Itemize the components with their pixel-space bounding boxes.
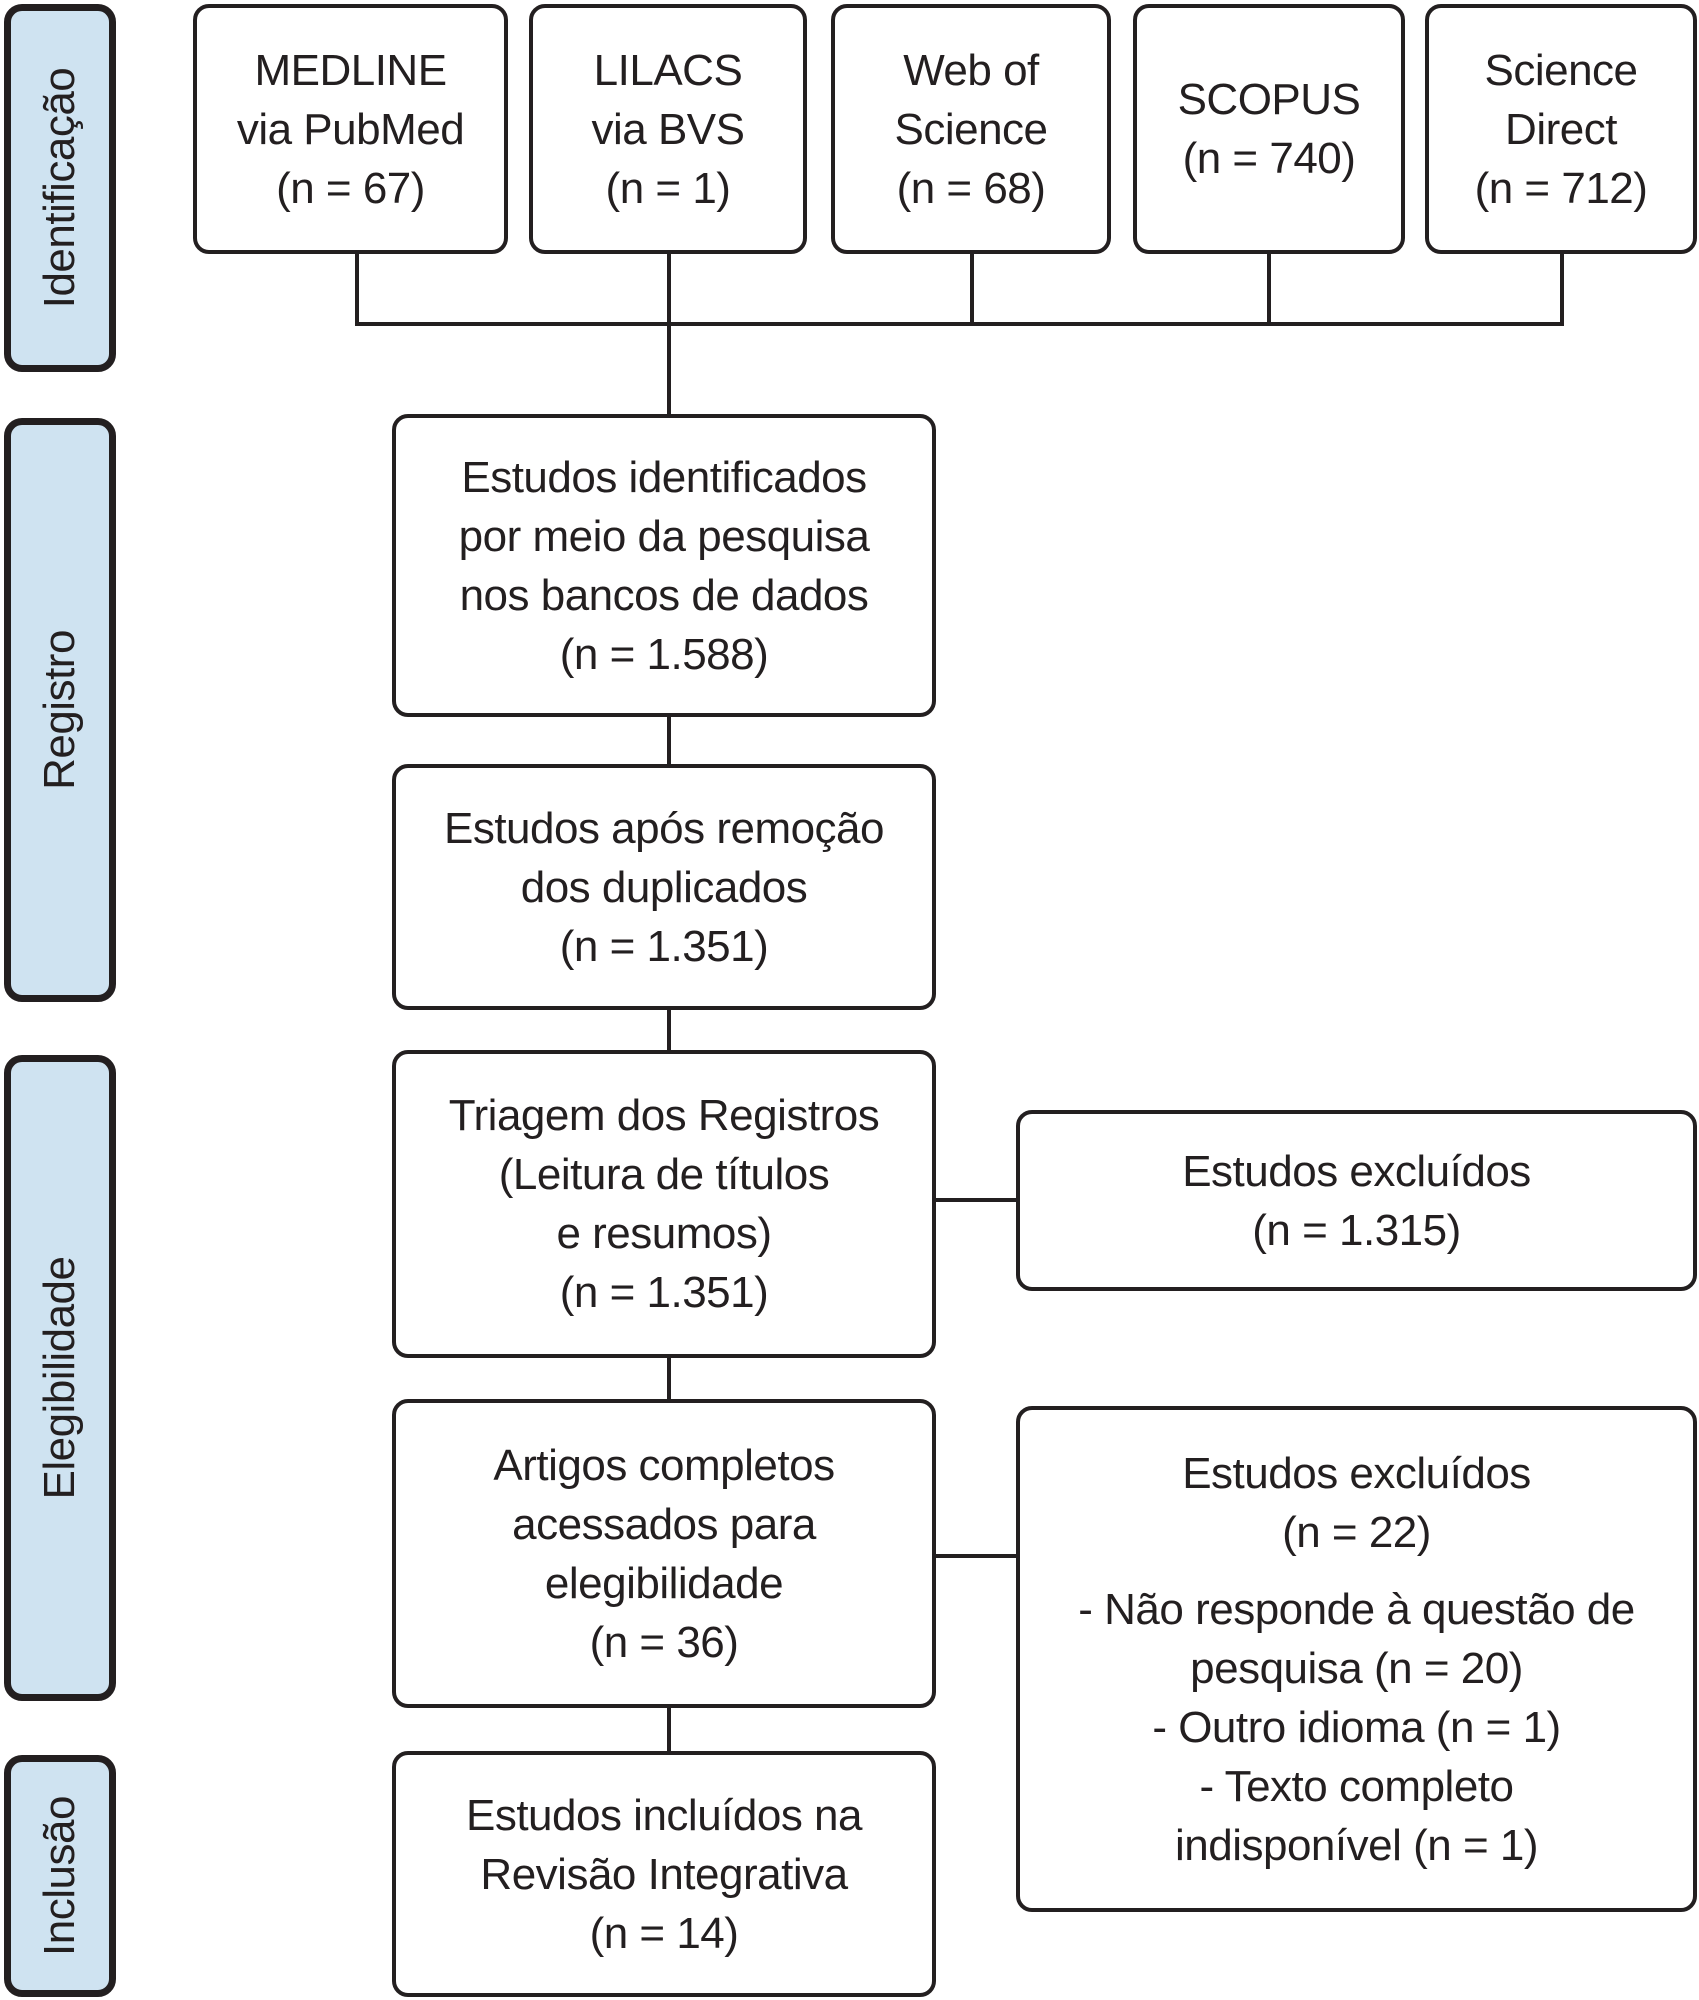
box-text: por meio da pesquisa: [458, 511, 870, 561]
exclusion-reason: pesquisa (n = 20): [1190, 1643, 1523, 1693]
box-count: (n = 36): [589, 1617, 739, 1667]
box-text: nos bancos de dados: [459, 570, 869, 620]
box-count: (n = 1.351): [559, 1268, 769, 1317]
phase-inclusao-label: Inclusão: [35, 1796, 84, 1956]
box-text: e resumos): [556, 1209, 772, 1258]
box-screening: Triagem dos Registros (Leitura de título…: [392, 1050, 936, 1358]
box-text: acessados para: [512, 1499, 816, 1549]
source-name-line2: Science: [894, 104, 1048, 154]
exclusion-reason: indisponível (n = 1): [1175, 1820, 1539, 1870]
box-text: elegibilidade: [544, 1558, 784, 1608]
phase-inclusao: Inclusão: [4, 1755, 116, 1997]
source-name: MEDLINE: [254, 45, 447, 95]
source-name: Science: [1484, 45, 1638, 95]
box-count: (n = 22): [1282, 1507, 1431, 1557]
source-count: (n = 67): [276, 163, 425, 213]
source-count: (n = 68): [896, 163, 1046, 213]
box-text: dos duplicados: [520, 862, 808, 912]
source-lilacs: LILACS via BVS (n = 1): [529, 4, 807, 254]
source-count: (n = 740): [1182, 134, 1356, 183]
box-count: (n = 1.588): [559, 629, 769, 679]
box-text: Estudos identificados: [461, 452, 867, 502]
box-deduplicated: Estudos após remoção dos duplicados (n =…: [392, 764, 936, 1010]
phase-registro: Registro: [4, 418, 116, 1002]
box-text: Estudos excluídos: [1182, 1146, 1531, 1196]
phase-elegibilidade-label: Elegibilidade: [35, 1256, 84, 1500]
box-excluded-screening: Estudos excluídos (n = 1.315): [1016, 1110, 1697, 1291]
box-text: Revisão Integrativa: [480, 1849, 848, 1899]
box-included: Estudos incluídos na Revisão Integrativa…: [392, 1751, 936, 1997]
phase-registro-label: Registro: [35, 630, 84, 790]
box-text: Estudos após remoção: [443, 803, 885, 853]
source-web-of-science: Web of Science (n = 68): [831, 4, 1111, 254]
source-name: SCOPUS: [1177, 75, 1361, 124]
source-name-line2: via PubMed: [236, 104, 465, 154]
box-count: (n = 14): [589, 1908, 739, 1958]
source-count: (n = 1): [605, 163, 731, 213]
box-text: Estudos excluídos: [1182, 1448, 1531, 1498]
phase-identificacao: Identificação: [4, 4, 116, 372]
box-fulltext: Artigos completos acessados para elegibi…: [392, 1399, 936, 1708]
box-count: (n = 1.315): [1252, 1205, 1461, 1255]
box-text: (Leitura de títulos: [498, 1150, 830, 1199]
source-name-line2: via BVS: [591, 104, 745, 154]
source-name: LILACS: [593, 45, 743, 95]
box-excluded-fulltext: Estudos excluídos (n = 22) - Não respond…: [1016, 1406, 1697, 1912]
source-science-direct: Science Direct (n = 712): [1425, 4, 1697, 254]
box-text: Triagem dos Registros: [448, 1091, 880, 1140]
source-scopus: SCOPUS (n = 740): [1133, 4, 1405, 254]
phase-identificacao-label: Identificação: [35, 67, 84, 309]
box-identified: Estudos identificados por meio da pesqui…: [392, 414, 936, 717]
source-name-line2: Direct: [1505, 104, 1617, 154]
source-medline: MEDLINE via PubMed (n = 67): [193, 4, 508, 254]
box-text: Estudos incluídos na: [465, 1790, 863, 1840]
source-name: Web of: [903, 45, 1039, 95]
exclusion-reason: - Não responde à questão de: [1078, 1584, 1635, 1634]
box-count: (n = 1.351): [559, 921, 769, 971]
exclusion-reason: - Texto completo: [1199, 1761, 1514, 1811]
phase-elegibilidade: Elegibilidade: [4, 1055, 116, 1701]
source-count: (n = 712): [1474, 163, 1648, 213]
box-text: Artigos completos: [493, 1440, 835, 1490]
exclusion-reason: - Outro idioma (n = 1): [1152, 1702, 1561, 1752]
